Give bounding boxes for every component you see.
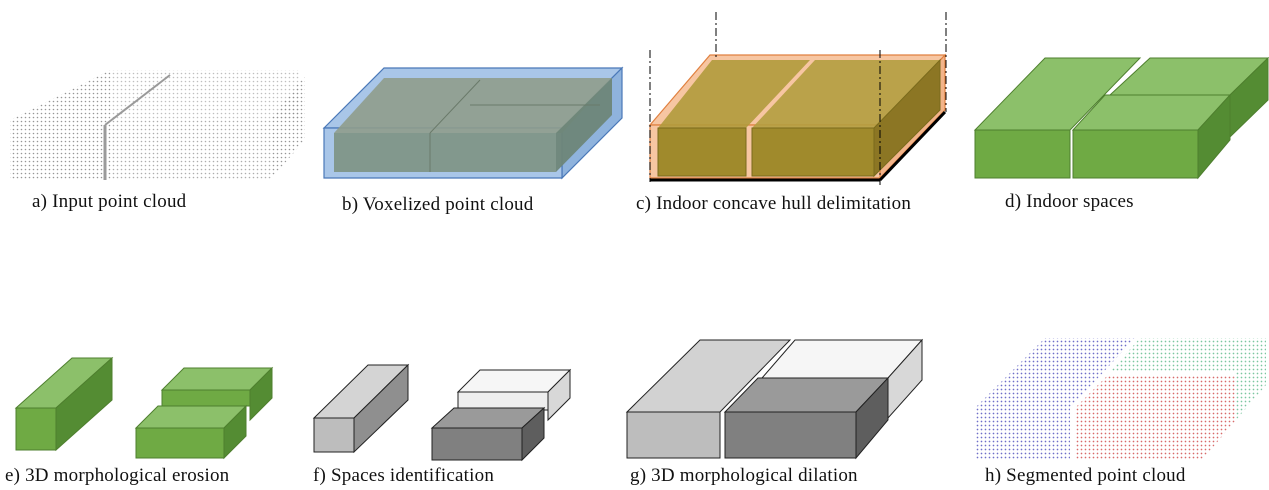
panel-a-point-cloud bbox=[10, 70, 305, 180]
caption-a: a) Input point cloud bbox=[32, 191, 187, 212]
caption-c: c) Indoor concave hull delimitation bbox=[636, 193, 912, 214]
panel-g-dilation bbox=[625, 338, 924, 460]
caption-b: b) Voxelized point cloud bbox=[342, 194, 534, 215]
caption-h: h) Segmented point cloud bbox=[985, 465, 1186, 486]
caption-f: f) Spaces identification bbox=[313, 465, 495, 486]
panel-h-segmented bbox=[975, 338, 1266, 460]
panel-e-erosion bbox=[14, 356, 274, 460]
caption-g: g) 3D morphological dilation bbox=[630, 465, 858, 486]
panel-c-concave-hull bbox=[648, 12, 947, 185]
panel-d-indoor-spaces bbox=[973, 56, 1269, 180]
caption-e: e) 3D morphological erosion bbox=[5, 465, 230, 486]
panel-b-voxelized bbox=[322, 66, 624, 180]
caption-d: d) Indoor spaces bbox=[1005, 191, 1134, 212]
panel-f-identification bbox=[312, 363, 572, 462]
